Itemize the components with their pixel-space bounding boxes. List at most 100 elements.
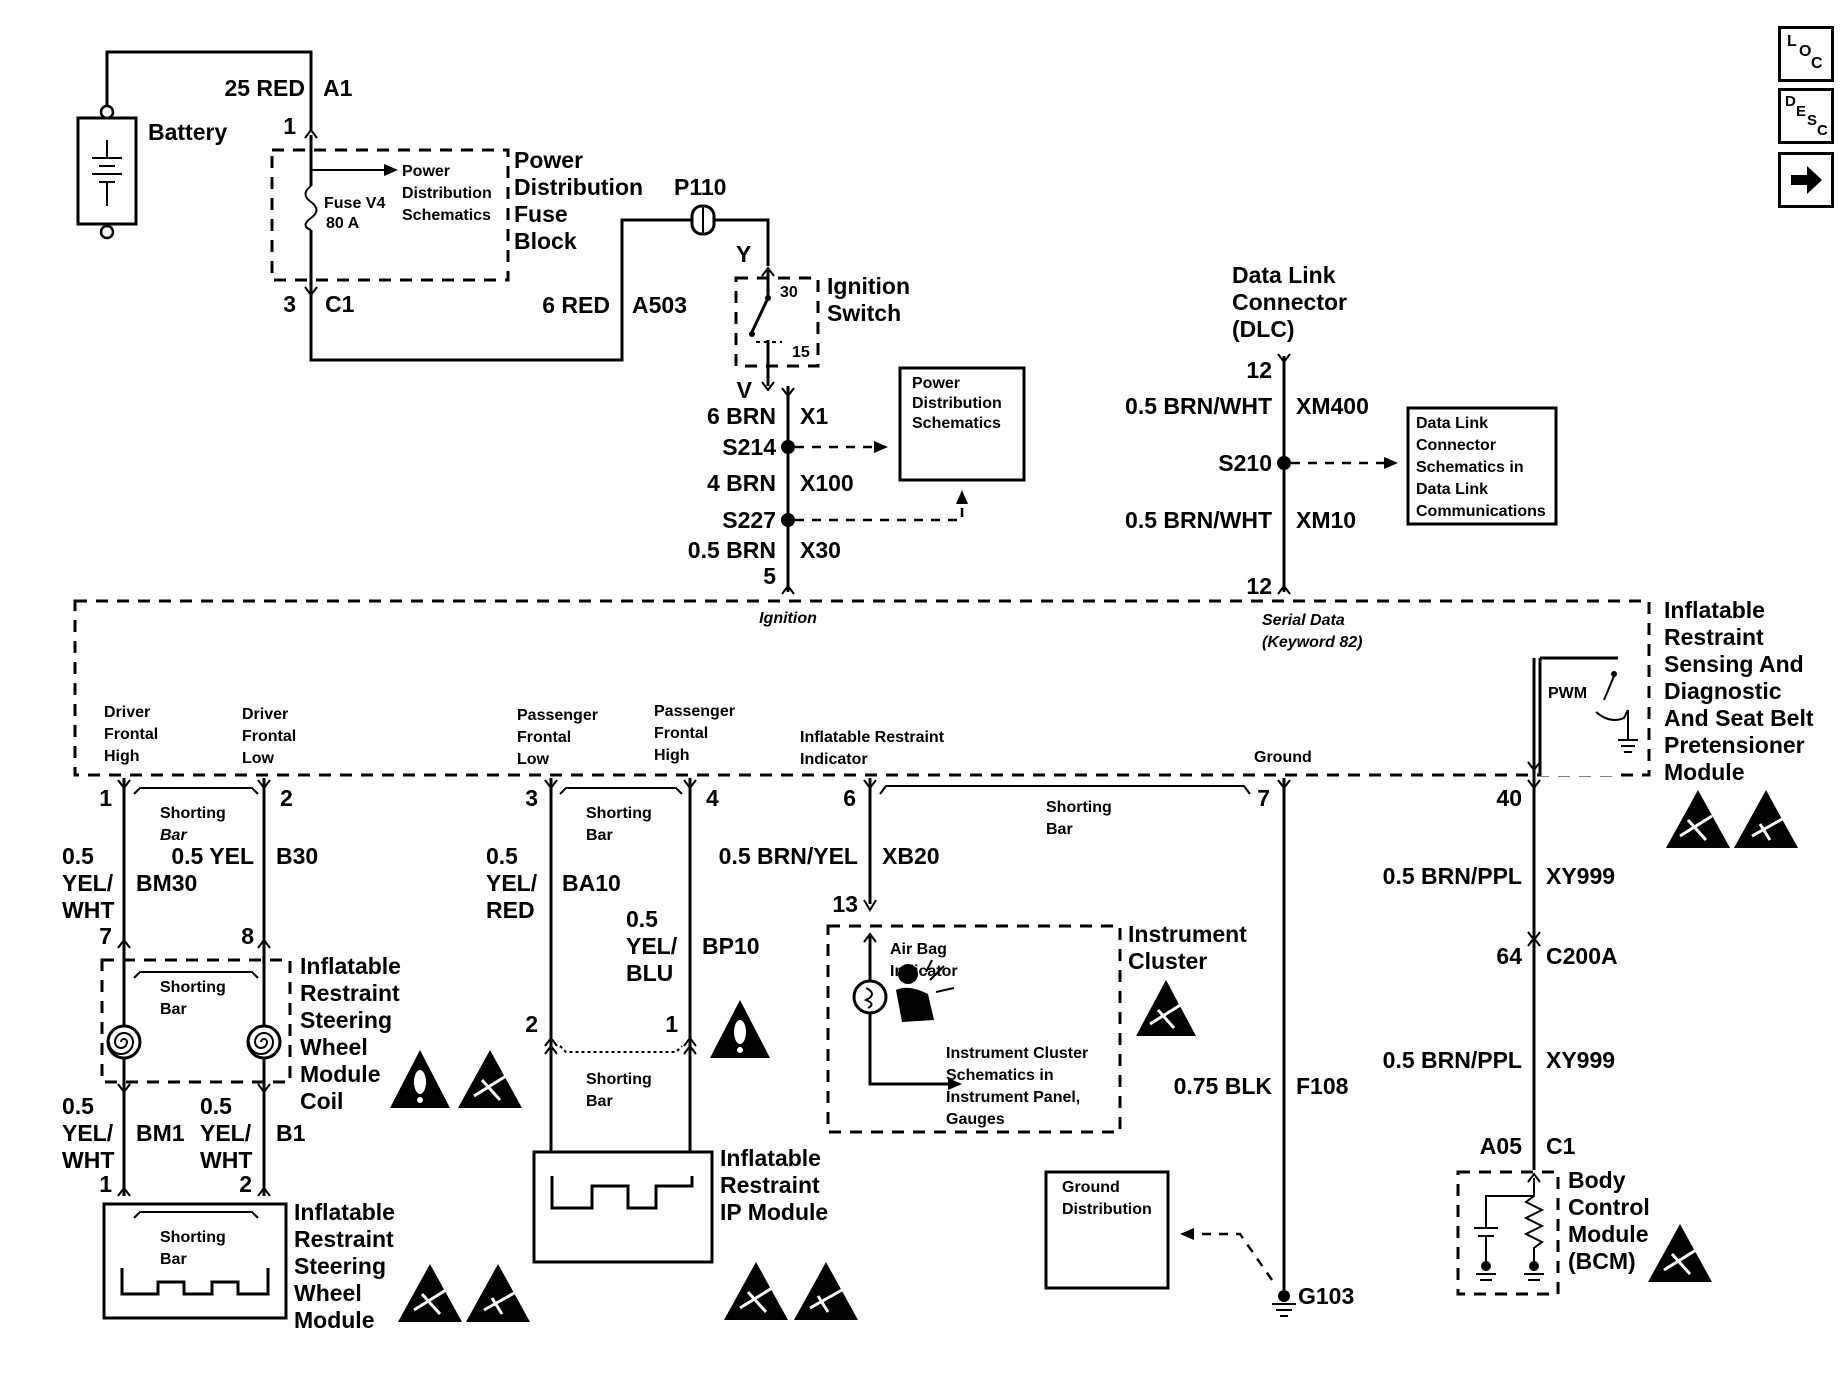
cluster-wire: 0.5 BRN/YEL (719, 843, 858, 869)
svg-text:High: High (104, 748, 140, 765)
ip-title-1: Inflatable (720, 1145, 821, 1171)
desc-letter-d: D (1785, 93, 1796, 110)
dfh-line1: Driver (104, 704, 150, 721)
sb3-line1: Shorting (1046, 799, 1112, 816)
svg-text:Shorting: Shorting (160, 979, 226, 996)
dlc-ref-line1: Data Link (1416, 415, 1488, 432)
pl-wire-2: YEL/ (486, 870, 538, 896)
indicator-line1: Inflatable Restraint (800, 729, 945, 746)
pr-wire-3: BLU (626, 960, 673, 986)
esd-warning-icon (1666, 790, 1730, 848)
dl-wire-1: 0.5 (62, 843, 94, 869)
feed-wire-3: 0.5 BRN (688, 537, 776, 563)
bcm-pin-64: 64 (1496, 943, 1522, 969)
svg-text:Schematics: Schematics (402, 207, 491, 224)
module-ignition-label: Ignition (759, 610, 817, 627)
svg-text:Shorting: Shorting (586, 1071, 652, 1088)
pr-wire-1: 0.5 (626, 906, 658, 932)
svg-text:80 A: 80 A (326, 215, 360, 232)
svg-text:(Keyword 82): (Keyword 82) (1262, 634, 1362, 651)
pwm-label: PWM (1548, 685, 1587, 702)
module-pin-40: 40 (1496, 785, 1522, 811)
svg-text:Bar: Bar (160, 1251, 187, 1268)
cluster-ref-line2: Schematics in (946, 1067, 1054, 1084)
cluster-circuit: XB20 (882, 843, 940, 869)
svg-text:Indicator: Indicator (800, 751, 868, 768)
svg-text:0.5: 0.5 (62, 1093, 94, 1119)
svg-text:Data Link: Data Link (1416, 415, 1488, 432)
pr-circuit: BP10 (702, 933, 760, 959)
svg-text:Air Bag: Air Bag (890, 941, 947, 958)
svg-text:0.5: 0.5 (486, 843, 518, 869)
loc-button[interactable]: L O C (1778, 26, 1834, 82)
svg-text:Serial Data: Serial Data (1262, 612, 1345, 629)
svg-text:Indicator: Indicator (890, 963, 958, 980)
svg-text:Frontal: Frontal (517, 729, 571, 746)
fuse-ref-line1: Power (402, 163, 450, 180)
ignition-title-2: Switch (827, 300, 901, 326)
desc-letter-s: S (1807, 112, 1818, 129)
feed-circuit-3: X30 (800, 537, 841, 563)
dlc-ref-box (1406, 406, 1558, 526)
wire-p110-out (710, 218, 770, 266)
pfl-line2: Frontal (517, 729, 571, 746)
svg-text:Instrument Panel,: Instrument Panel, (946, 1089, 1080, 1106)
swm-pin-2: 2 (239, 1171, 252, 1197)
desc-button[interactable]: D E S C (1778, 88, 1834, 144)
coil-title-6: Coil (300, 1088, 343, 1114)
cluster-pin-13: 13 (832, 891, 858, 917)
svg-text:Frontal: Frontal (104, 726, 158, 743)
esd-warning-icon (794, 1262, 858, 1320)
caution-icon (710, 1000, 770, 1058)
ignition-switch-box (734, 276, 820, 368)
svg-text:0.5: 0.5 (62, 843, 94, 869)
bcm-title-4: (BCM) (1568, 1248, 1636, 1274)
cluster-title-2: Cluster (1128, 948, 1207, 974)
bcm-internal-circuit (1474, 1172, 1545, 1281)
coil-spiral-right-icon (246, 1024, 282, 1060)
pl-circuit: BA10 (562, 870, 621, 896)
dlc-pin-12: 12 (1246, 357, 1272, 383)
bcm-circuit-1: XY999 (1546, 863, 1615, 889)
module-title-4: Diagnostic (1664, 678, 1782, 704)
module-title-5: And Seat Belt (1664, 705, 1814, 731)
svg-text:Shorting: Shorting (1046, 799, 1112, 816)
dl-wire-2: YEL/ (62, 870, 114, 896)
module-pin-3: 3 (525, 785, 538, 811)
sb1-line2: Bar (160, 827, 187, 844)
sb2-line2: Bar (586, 827, 613, 844)
bcm-pin-a05: A05 (1480, 1133, 1522, 1159)
power-ref-line1: Power (912, 375, 960, 392)
ip-title-3: IP Module (720, 1199, 828, 1225)
module-title-1: Inflatable (1664, 597, 1765, 623)
bcm-conn-c1: C1 (1546, 1133, 1576, 1159)
svg-text:Schematics in: Schematics in (1416, 459, 1524, 476)
cluster-title-1: Instrument (1128, 921, 1247, 947)
next-button[interactable] (1778, 152, 1834, 208)
feed-splice-1: S214 (722, 434, 776, 460)
pfh-line3: High (654, 747, 690, 764)
battery-circuit: A1 (323, 75, 353, 101)
svg-text:Connector: Connector (1416, 437, 1496, 454)
svg-text:Distribution: Distribution (402, 185, 492, 202)
dlc-ref-line4: Data Link (1416, 481, 1488, 498)
svg-text:0.5: 0.5 (626, 906, 658, 932)
ignition-title-1: Ignition (827, 273, 910, 299)
ip-module-box (532, 1150, 714, 1264)
fuse-ref-line3: Schematics (402, 207, 491, 224)
coil-title-3: Steering (300, 1007, 392, 1033)
module-title-7: Module (1664, 759, 1745, 785)
dlc-title-1: Data Link (1232, 262, 1336, 288)
loc-letter-c: C (1811, 55, 1823, 72)
svg-text:Passenger: Passenger (517, 707, 598, 724)
svg-text:Power: Power (402, 163, 450, 180)
bcm-wire-2: 0.5 BRN/PPL (1383, 1047, 1522, 1073)
swm-title-2: Restraint (294, 1226, 394, 1252)
esd-warning-icon (466, 1264, 530, 1322)
svg-text:0.5: 0.5 (200, 1093, 232, 1119)
fuse-block-title-4: Block (514, 228, 577, 254)
svg-text:Driver: Driver (242, 706, 288, 723)
svg-text:Bar: Bar (586, 827, 613, 844)
fuse-block-pin-3: 3 (283, 291, 296, 317)
